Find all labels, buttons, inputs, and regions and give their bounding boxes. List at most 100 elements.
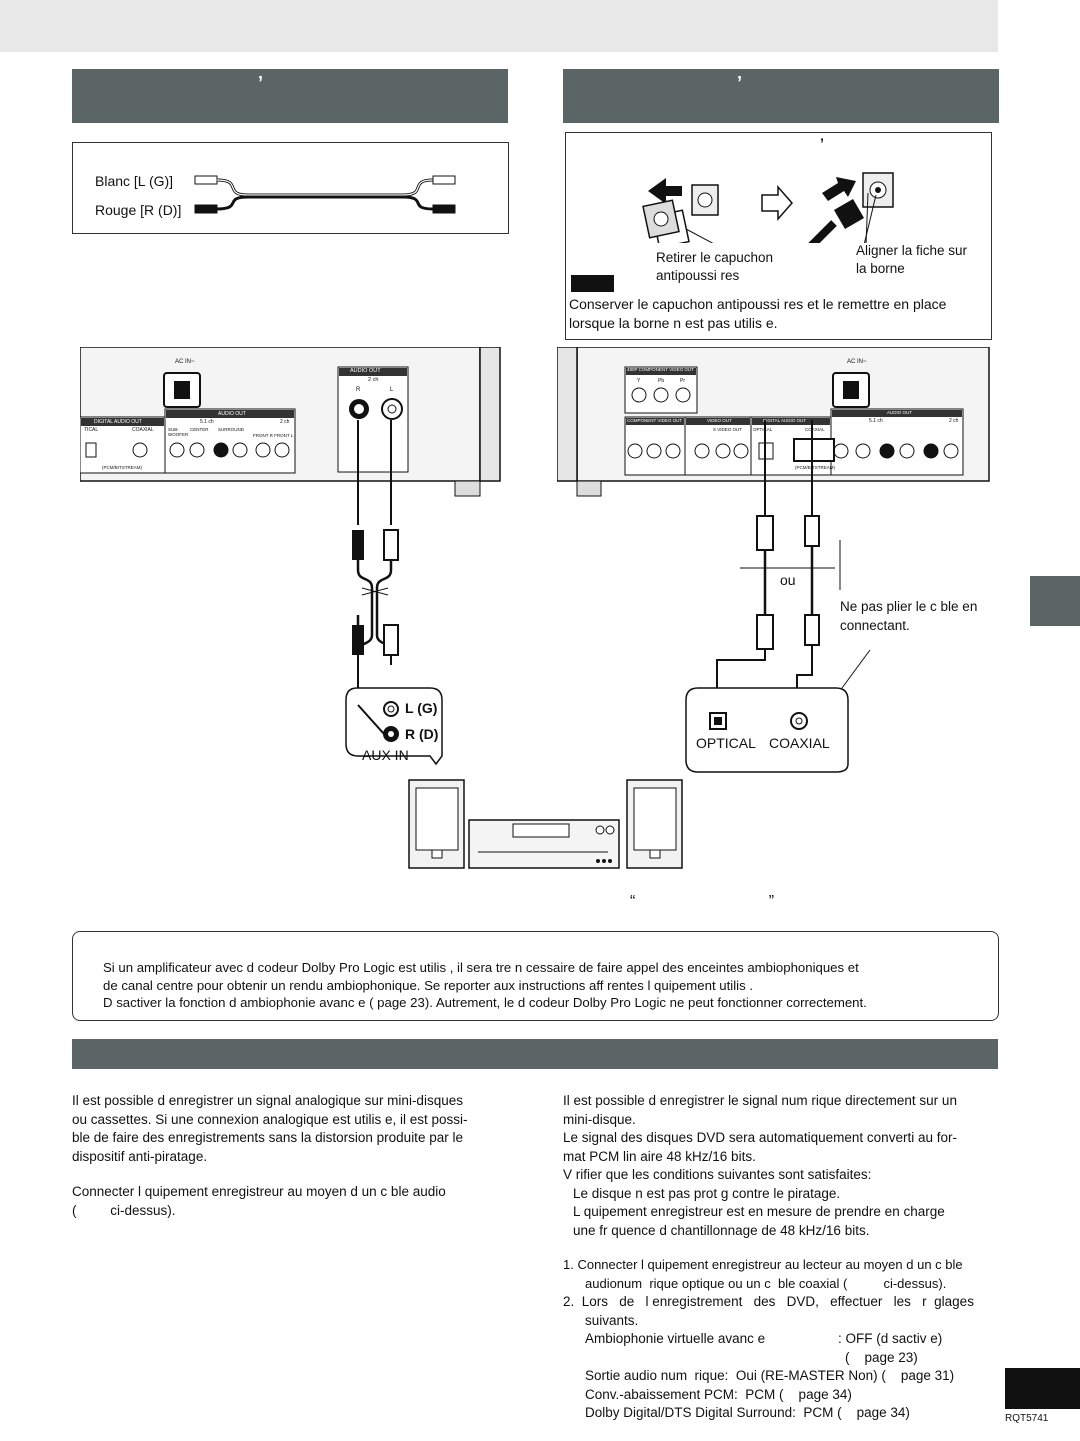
left-audio-out: AUDIO OUT [350,368,381,374]
right-optical: OPTICAL [753,427,773,432]
step-1-line-2: audionum rique optique ou un c ble coaxi… [585,1275,947,1291]
left-front: FRONT R FRONT L [253,433,294,438]
notice-line-2: de canal centre pour obtenir un rendu am… [103,978,753,993]
right-2ch: 2 ch [949,418,959,424]
left-51ch: 5.1 ch [200,419,214,425]
section-header-left: ’ [72,69,508,123]
right-pr: Pr [680,378,685,384]
optical-cap-box: ’ Retirer le capuchon antipoussi res Ali… [565,132,992,340]
left-coaxial: COAXIAL [132,427,154,433]
analog-line-2: ou cassettes. Si une connexion analogiqu… [72,1111,468,1127]
no-bend-note-2: connectant. [840,618,910,633]
digital-line-5: V rifier que les conditions suivantes so… [563,1167,872,1182]
player-left-drawing [80,347,501,497]
right-digital-audio-out: DIGITAL AUDIO OUT [763,418,807,423]
white-cable-label: Blanc [L (G)] [95,173,174,189]
digital-steps: 1. Connecter l quipement enregistreur au… [563,1256,999,1423]
optical-box-subtitle: ’ [820,135,824,151]
left-center: CENTER [190,427,209,432]
step-1-line-1: 1. Connecter l quipement enregistreur au… [563,1257,963,1272]
section-header-right-title: ’ [737,73,743,93]
digital-paragraph: Il est possible d enregistrer le signal … [563,1092,999,1240]
analog-connect-line-2: ( ci-dessus). [72,1202,176,1218]
cap-note-line1: Conserver le capuchon antipoussi res et … [569,296,947,312]
align-plug-label: Aligner la fiche sur [856,243,968,258]
optical-cap-illustration [642,172,894,243]
digital-line-2: mini-disque. [563,1111,636,1127]
right-pcm: (PCM/BITSTREAM) [795,465,835,470]
aux-in-label: AUX IN [362,747,409,763]
right-pb: Pb [658,378,665,384]
digital-bullet-1: Le disque n est pas prot g contre le pir… [573,1185,841,1201]
setting-row-1: Ambiophonie virtuelle avanc e : OFF (d s… [563,1330,999,1349]
section-header-right: ’ [563,69,999,123]
chapter-side-tab [1030,576,1080,626]
notice-line-3: D sactiver la fonction d ambiophonie ava… [103,995,867,1010]
left-l: L [390,387,394,393]
digital-line-3: Le signal des disques DVD sera automatiq… [563,1130,957,1145]
system-caption: “ ” [630,893,775,910]
left-digital-audio-out: DIGITAL AUDIO OUT [94,419,142,425]
left-ac-in: AC IN~ [175,359,195,365]
analog-paragraph: Il est possible d enregistrer un signal … [72,1092,508,1166]
analog-line-1: Il est possible d enregistrer un signal … [72,1093,463,1108]
document-code: RQT5741 [1005,1413,1049,1424]
analog-line-4: dispositif anti-piratage. [72,1148,208,1164]
setting-1-label: Ambiophonie virtuelle avanc e [585,1331,766,1346]
digital-bullet-2a: L quipement enregistreur est en mesure d… [573,1204,945,1219]
left-subwoofer: SUB-WOOFER [168,427,189,437]
audio-cable-box: Blanc [L (G)] Rouge [R (D)] [72,142,509,234]
right-y: Y [637,378,641,384]
left-surround: SURROUND [218,427,245,432]
or-label: ou [780,572,796,588]
right-51ch: 5.1 ch [869,418,883,424]
right-video-out: VIDEO OUT [707,418,732,423]
notice-line-1: Si un amplificateur avec d codeur Dolby … [103,960,859,975]
left-audio-out-51: AUDIO OUT [218,411,246,417]
right-audio-out: AUDIO OUT [887,410,913,415]
player-rear-panel-left: AC IN~ AUDIO OUT 2 ch R L DIGITAL AUDIO … [80,347,502,497]
right-coaxial: COAXIAL [805,427,825,432]
right-s-video-out: S VIDEO OUT [713,427,743,432]
player-rear-panel-right: AC IN~ 480P COMPONENT VIDEO OUT Y Pb Pr … [557,347,992,497]
remove-cap-label: Retirer le capuchon [656,250,774,265]
right-ac-in: AC IN~ [847,359,867,365]
step-2-line-1: 2. Lors de l enregistrement des DVD, eff… [563,1294,974,1309]
digital-line-1: Il est possible d enregistrer le signal … [563,1093,957,1108]
cap-note-line2: lorsque la borne n est pas utilis e. [569,315,778,331]
right-component-video-out: COMPONENT VIDEO OUT [627,418,683,423]
step-2-line-2: suivants. [585,1312,639,1328]
align-plug-label-2: la borne [856,261,905,276]
wiring-diagram [345,420,871,869]
note-marker [571,275,614,292]
section-header-left-title: ’ [258,73,264,93]
recording-section-header [72,1039,998,1069]
setting-row-1b: ( page 23) [563,1349,999,1368]
analog-connect-paragraph: Connecter l quipement enregistreur au mo… [72,1183,508,1220]
aux-l-label: L (G) [405,700,438,716]
player-right-drawing [557,347,990,497]
analog-connect-line-1: Connecter l quipement enregistreur au mo… [72,1184,446,1199]
setting-2: Sortie audio num rique: Oui (RE-MASTER N… [585,1368,955,1383]
optical-in-label: OPTICAL [696,735,756,751]
remove-cap-label-2: antipoussi res [656,268,740,283]
right-480p: 480P COMPONENT VIDEO OUT [627,367,694,372]
left-2ch: 2 ch [368,377,379,383]
setting-1-page: ( page 23) [845,1349,918,1365]
digital-bullet-2b: une fr quence d chantillonnage de 48 kHz… [573,1222,870,1238]
left-optical: TICAL [84,427,99,433]
left-pcm: (PCM/BITSTREAM) [102,465,142,470]
audio-cable-illustration [194,175,456,214]
no-bend-note-1: Ne pas plier le c ble en [840,599,978,614]
analog-line-3: ble de faire des enregistrements sans la… [72,1130,463,1145]
page-number-block [1005,1368,1080,1409]
aux-r-label: R (D) [405,726,439,742]
dolby-notice-box: Si un amplificateur avec d codeur Dolby … [72,931,999,1021]
coaxial-in-label: COAXIAL [769,735,830,751]
setting-4: Dolby Digital/DTS Digital Surround: PCM … [585,1405,910,1420]
setting-1-value: : OFF (d sactiv e) [838,1331,943,1346]
digital-line-4: mat PCM lin aire 48 kHz/16 bits. [563,1148,756,1164]
red-cable-label: Rouge [R (D)] [95,202,182,218]
setting-3: Conv.-abaissement PCM: PCM ( page 34) [585,1386,852,1402]
left-r: R [356,387,361,393]
